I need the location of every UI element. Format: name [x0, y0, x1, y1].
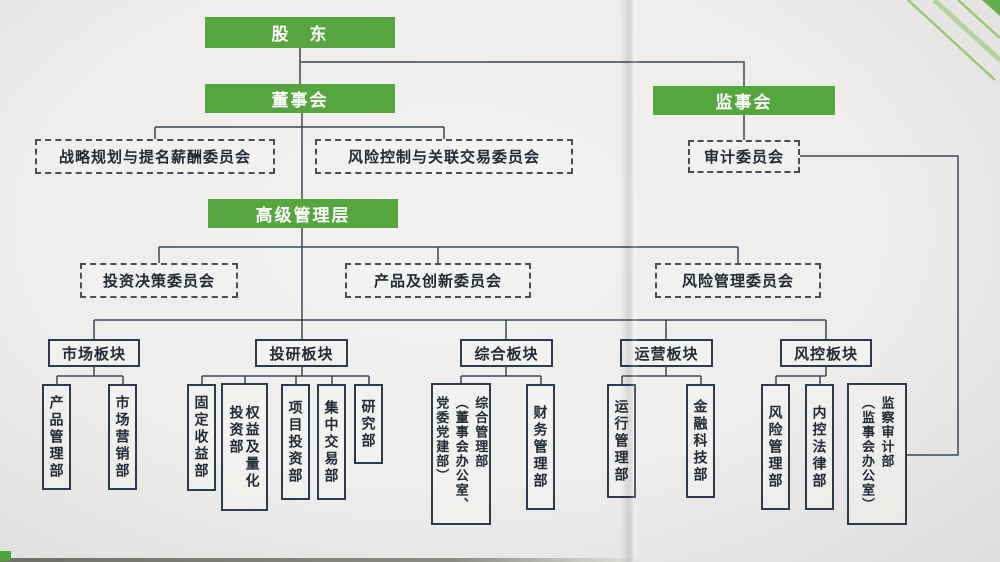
connector-market-depts	[56, 367, 124, 384]
connector-audit-supervision-dept	[800, 155, 959, 456]
node-dept-internal-control-legal: 内控法律部	[805, 384, 834, 510]
connector-operations-depts	[621, 367, 702, 384]
node-dept-research-label: 研究部	[360, 398, 377, 450]
node-section-operations: 运营板块	[620, 339, 713, 367]
node-committee-risk-control-related-transactions: 风险控制与关联交易委员会	[315, 139, 573, 174]
connector-shareholders-supervisory	[300, 61, 745, 86]
node-dept-equity-quant-investment: 权益及量化 投资部	[221, 383, 268, 511]
node-board-of-directors: 董事会	[205, 84, 395, 113]
node-dept-operations-management: 运行管理部	[607, 384, 636, 498]
node-dept-product-management-label: 产品管理部	[48, 394, 65, 480]
node-dept-supervision-audit: 监察审计部 （监事会办公室）	[847, 383, 907, 525]
node-dept-internal-control-legal-label: 内控法律部	[811, 404, 828, 490]
node-section-risk-control: 风控板块	[780, 339, 872, 367]
connector-research-depts	[201, 367, 370, 384]
node-committee-product-innovation: 产品及创新委员会	[345, 263, 531, 298]
node-committee-investment-decision: 投资决策委员会	[80, 263, 238, 298]
node-dept-central-trading-label: 集中交易部	[323, 399, 340, 485]
node-dept-equity-quant-investment-label: 权益及量化 投资部	[228, 404, 261, 490]
node-dept-product-management: 产品管理部	[42, 384, 71, 490]
node-dept-fixed-income: 固定收益部	[187, 384, 216, 491]
node-dept-central-trading: 集中交易部	[317, 384, 346, 500]
node-shareholders: 股 东	[205, 17, 395, 48]
node-dept-general-management-label: 综合管理部 （董事会办公室、 党委党建部）	[434, 396, 489, 512]
node-committee-risk-management: 风险管理委员会	[655, 263, 821, 298]
connector-sections-bus	[93, 319, 827, 339]
connector-mgmt-committees	[158, 246, 739, 263]
node-section-general: 综合板块	[460, 339, 553, 367]
node-dept-supervision-audit-label: 监察审计部 （监事会办公室）	[860, 396, 895, 512]
node-dept-fixed-income-label: 固定收益部	[193, 395, 210, 480]
node-section-market: 市场板块	[48, 339, 140, 367]
node-dept-risk-management: 风险管理部	[761, 384, 790, 510]
corner-decoration	[907, 0, 1000, 81]
node-committee-audit: 审计委员会	[688, 140, 800, 173]
node-dept-research: 研究部	[354, 384, 383, 464]
node-dept-risk-management-label: 风险管理部	[767, 404, 784, 490]
node-dept-financial-technology: 金融科技部	[686, 384, 715, 498]
node-section-investment-research: 投研板块	[255, 339, 348, 367]
node-dept-operations-management-label: 运行管理部	[613, 399, 630, 484]
node-dept-project-investment: 项目投资部	[281, 384, 310, 500]
node-committee-strategic-nomination: 战略规划与提名薪酬委员会	[35, 139, 275, 174]
node-dept-finance-management-label: 财务管理部	[532, 404, 549, 490]
node-dept-project-investment-label: 项目投资部	[287, 399, 304, 485]
connector-risk-depts	[775, 367, 827, 384]
node-dept-marketing: 市场营销部	[108, 384, 137, 490]
node-dept-marketing-label: 市场营销部	[114, 394, 131, 480]
connector-board-committees	[154, 126, 445, 139]
page-bottom-edge	[0, 558, 645, 562]
corner-mark	[0, 551, 11, 561]
node-senior-management: 高级管理层	[208, 199, 398, 228]
node-dept-general-management: 综合管理部 （董事会办公室、 党委党建部）	[431, 383, 491, 525]
node-dept-financial-technology-label: 金融科技部	[692, 398, 709, 484]
node-dept-finance-management: 财务管理部	[526, 384, 555, 510]
node-supervisory-board: 监事会	[653, 86, 835, 115]
page-fold	[620, 0, 640, 562]
connector-general-depts	[460, 367, 542, 384]
